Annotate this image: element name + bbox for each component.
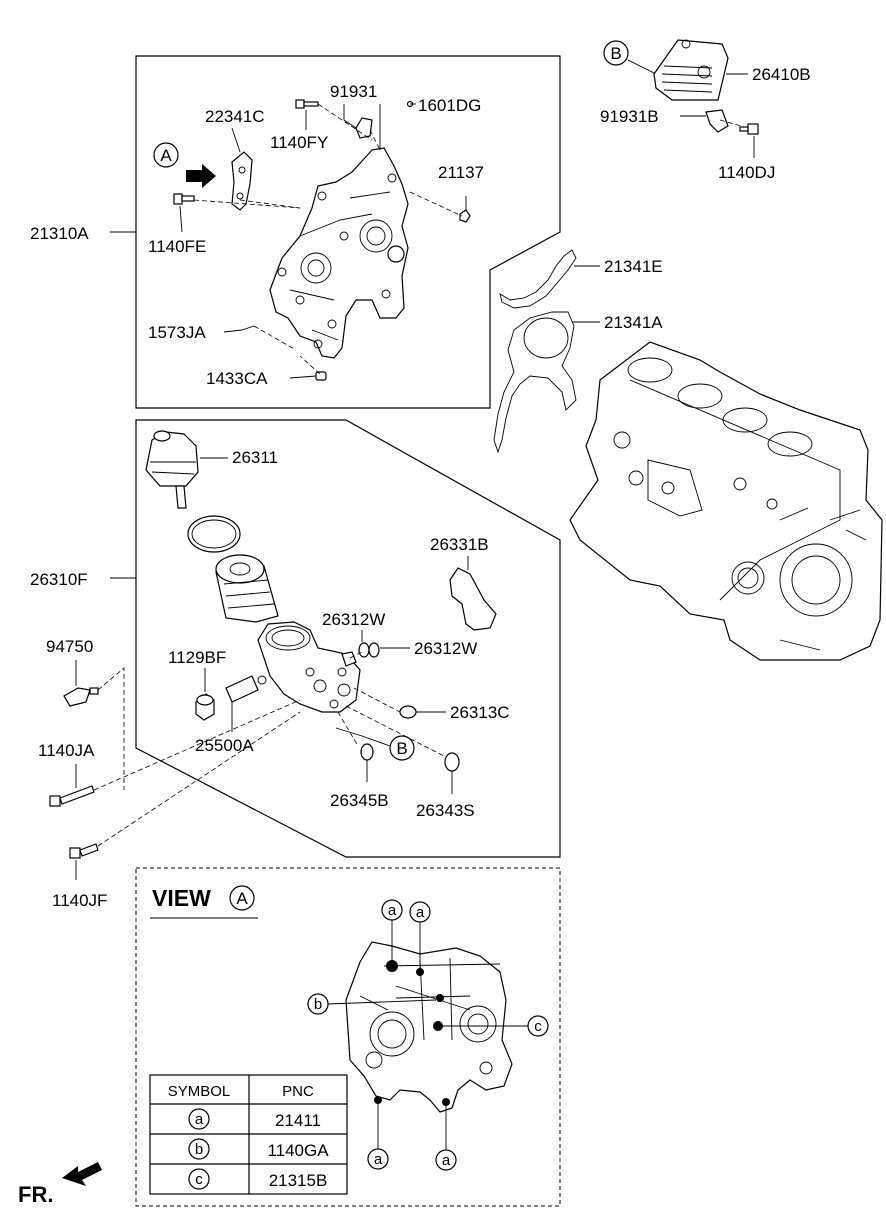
- view-arrow-icon: [186, 164, 216, 188]
- thermostat-25500A: [225, 675, 267, 703]
- label-26310F: 26310F: [30, 570, 88, 589]
- filter-housing: [257, 621, 361, 713]
- label-1129BF: 1129BF: [168, 648, 226, 667]
- ref-circle-B-mid: [389, 735, 415, 761]
- oring-26313C: [399, 705, 417, 719]
- table-row-3-symbol: c: [195, 1171, 203, 1188]
- gasket-26331B: [449, 567, 497, 631]
- plug-21137: [459, 209, 471, 223]
- label-26311: 26311: [232, 448, 278, 467]
- engine-block-drawing: [569, 341, 883, 661]
- bolt-1140JA: [49, 785, 95, 807]
- label-1433CA: 1433CA: [206, 369, 268, 388]
- label-26312W-b: 26312W: [414, 639, 477, 658]
- ref-B-top-label: B: [610, 44, 621, 63]
- oring-large: [187, 515, 241, 553]
- view-title: VIEW: [152, 885, 211, 911]
- ref-B-mid-label: B: [396, 739, 407, 758]
- ref-A-top-label: A: [160, 146, 172, 165]
- label-1140FY: 1140FY: [270, 133, 328, 152]
- view-a-cover-drawing: [345, 941, 513, 1113]
- filter-element: [215, 554, 279, 623]
- timing-cover-group-frame: [135, 55, 561, 409]
- table-row-2-pnc: 1140GA: [267, 1141, 329, 1160]
- label-21137: 21137: [438, 163, 484, 182]
- bolt-1140JF: [69, 843, 99, 859]
- oring-26312W-a: [358, 642, 370, 658]
- callout-a-3-label: a: [374, 1151, 383, 1168]
- label-21341E: 21341E: [604, 257, 663, 276]
- label-21310A: 21310A: [30, 224, 89, 243]
- pin-91931: [355, 117, 373, 139]
- bolt-1140FY: [295, 99, 319, 109]
- pin-1573JA: [241, 325, 255, 331]
- label-91931B: 91931B: [600, 107, 659, 126]
- callout-b-label: b: [314, 996, 322, 1013]
- label-94750: 94750: [46, 637, 93, 656]
- view-ref-label: A: [236, 889, 248, 908]
- view-ref-circle: [229, 885, 255, 911]
- ref-circle-A-top: [153, 142, 179, 168]
- table-row-3-pnc: 21315B: [269, 1171, 328, 1190]
- label-1140JA: 1140JA: [38, 741, 95, 760]
- front-direction-label: FR.: [18, 1182, 53, 1207]
- table-header-pnc: PNC: [282, 1083, 314, 1100]
- oring-26343S: [444, 752, 460, 772]
- bracket-91931B: [705, 109, 729, 133]
- label-26343S: 26343S: [416, 801, 475, 820]
- label-26312W-a: 26312W: [322, 610, 385, 629]
- table-row-1-symbol: a: [195, 1111, 204, 1128]
- table-row-2-symbol: b: [195, 1141, 203, 1158]
- timing-cover-drawing: [269, 147, 409, 359]
- bolt-1140FE: [173, 193, 195, 205]
- oil-filter-group-frame: [135, 419, 561, 858]
- front-arrow-icon: [62, 1162, 102, 1186]
- valve-1129BF: [195, 693, 215, 721]
- label-25500A: 25500A: [195, 736, 254, 755]
- label-1140FE: 1140FE: [148, 237, 206, 256]
- label-22341C: 22341C: [205, 107, 265, 126]
- sensor-94750: [63, 687, 99, 707]
- gasket-21341A: [493, 311, 577, 454]
- oil-cooler-26410B: [653, 39, 729, 101]
- oring-26345B: [360, 743, 374, 761]
- bolt-1140DJ: [739, 123, 759, 135]
- filter-cap-26311: [145, 430, 199, 509]
- callout-a-4-label: a: [442, 1152, 451, 1169]
- table-row-1-pnc: 21411: [275, 1111, 321, 1130]
- label-26313C: 26313C: [450, 703, 510, 722]
- label-1140JF: 1140JF: [52, 891, 107, 910]
- label-91931: 91931: [330, 82, 377, 101]
- label-1140DJ: 1140DJ: [718, 163, 775, 182]
- pin-1433CA: [315, 371, 327, 381]
- label-1573JA: 1573JA: [148, 323, 206, 342]
- callout-a-1-label: a: [388, 902, 397, 919]
- ref-circle-B-top: [603, 40, 629, 66]
- label-26410B: 26410B: [752, 65, 811, 84]
- callout-a-2-label: a: [416, 904, 425, 921]
- label-1601DG: 1601DG: [418, 96, 481, 115]
- callout-c-label: c: [534, 1018, 542, 1035]
- gasket-21341E: [499, 249, 577, 309]
- label-26345B: 26345B: [330, 791, 389, 810]
- label-26331B: 26331B: [430, 535, 489, 554]
- oring-26312W-b: [368, 642, 380, 658]
- label-21341A: 21341A: [604, 313, 663, 332]
- table-header-symbol: SYMBOL: [168, 1083, 231, 1100]
- symbol-pnc-table: SYMBOL PNC a 21411 b 1140GA c 21315B: [149, 1074, 348, 1195]
- view-a-frame: [135, 867, 561, 1207]
